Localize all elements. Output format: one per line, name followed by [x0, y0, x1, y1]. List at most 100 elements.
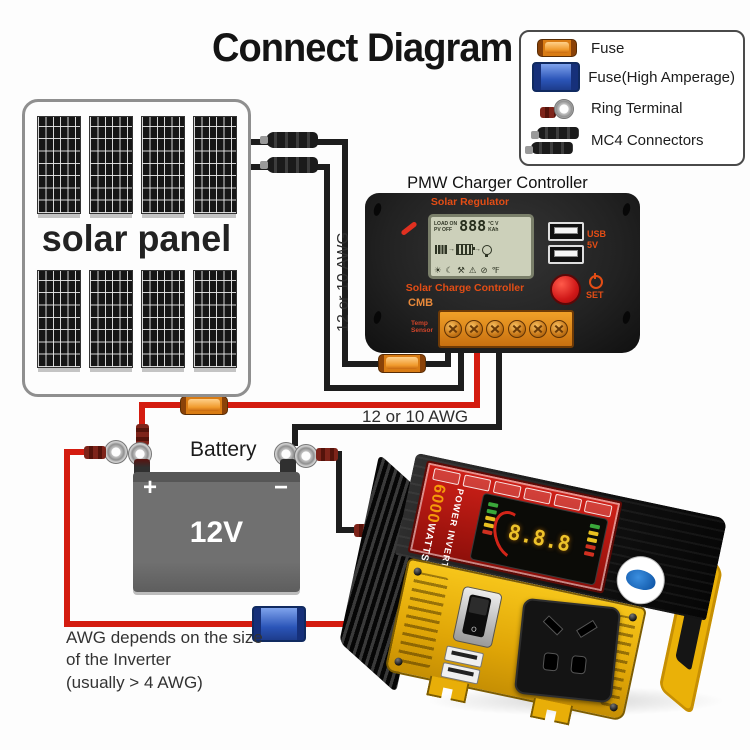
ring-terminal	[294, 444, 318, 468]
socket-slot-icon	[570, 655, 587, 675]
solar-cell	[37, 270, 81, 368]
battery: + − 12V	[133, 472, 300, 592]
lcd-unit-top: °C V	[488, 220, 499, 227]
bulb-icon	[482, 244, 492, 257]
awg-note-line1: AWG depends on the size	[66, 628, 263, 647]
wire-solar-negative	[324, 164, 330, 391]
usb-label-line2: 5V	[587, 240, 599, 251]
wire-battery-positive	[142, 402, 480, 408]
legend-box: Fuse Fuse(High Amperage) Ring Terminal M…	[519, 30, 745, 166]
panel-icon	[434, 245, 447, 255]
screw-hole-icon	[372, 202, 383, 217]
controller-subtitle: Solar Charge Controller	[405, 282, 525, 294]
socket-slot-icon	[576, 619, 598, 639]
legend-label: MC4 Connectors	[591, 132, 704, 150]
battery-voltage: 12V	[189, 516, 244, 549]
usb-port-icon	[548, 222, 584, 241]
temp-sensor-line1: Temp	[411, 320, 428, 327]
wire-battery-negative	[292, 424, 502, 430]
solar-cell	[193, 270, 237, 368]
solar-cell	[89, 270, 133, 368]
solar-panel: solar panel	[22, 99, 251, 397]
vent-slots	[396, 571, 449, 669]
solar-panel-label: solar panel	[41, 218, 232, 259]
temp-sensor-label: Temp Sensor	[411, 320, 433, 335]
fuse-high-amperage-icon	[529, 62, 582, 93]
wire-battery-positive	[474, 344, 480, 408]
terminal-screw-icon	[443, 320, 462, 338]
controller-brand: Solar Regulator	[430, 196, 510, 208]
temp-sensor-line2: Sensor	[411, 327, 434, 335]
terminal-screw-icon	[550, 320, 569, 338]
solar-cell	[37, 116, 81, 214]
crimp-sleeve	[84, 446, 106, 459]
awg-note-line3: (usually > 4 AWG)	[66, 672, 203, 692]
screw-icon	[608, 702, 619, 713]
battery-post-negative	[280, 459, 296, 473]
wire-inverter-positive	[302, 621, 356, 627]
battery-icon	[456, 244, 475, 256]
wire-label-battery-awg: 12 or 10 AWG	[362, 407, 469, 426]
lcd-row-status: ☀ ☾ ⚒ ⚠ ⊘ ℉	[434, 264, 528, 275]
screw-icon	[393, 656, 404, 667]
terminal-screw-icon	[507, 320, 526, 338]
arrow-icon: →	[448, 246, 455, 254]
mounting-foot	[530, 698, 573, 726]
usb-ports	[548, 222, 584, 268]
socket-slot-icon	[542, 652, 560, 672]
awg-note: AWG depends on the size of the Inverter …	[66, 627, 263, 694]
lcd-row-readout: LOAD ON PV OFF 888 °C V KAh	[434, 219, 528, 234]
solar-cell	[141, 270, 185, 368]
wire-inverter-negative	[336, 527, 362, 533]
lcd-unit-bottom: KAh	[488, 226, 499, 233]
wire-solar-negative	[458, 344, 464, 391]
warning-icon: ⚠	[468, 264, 477, 275]
awg-note-line2: of the Inverter	[66, 650, 171, 670]
lcd-load-on: LOAD ON	[434, 220, 458, 227]
terminal-screw-icon	[528, 320, 547, 338]
temp-icon: ℉	[491, 264, 500, 275]
indicator-mark-icon	[400, 220, 418, 237]
usb-label: USB 5V	[587, 229, 606, 252]
rocker-toggle	[461, 594, 492, 638]
terminal-screw-icon	[486, 320, 505, 338]
lcd-row-flow: → →	[434, 244, 528, 257]
display-digits: 8.8.8	[505, 519, 573, 557]
battery-positive-mark: +	[143, 474, 158, 501]
controller-title: PMW Charger Controller	[407, 174, 588, 192]
wire-solar-positive	[445, 344, 451, 367]
socket-slot-icon	[542, 615, 564, 636]
wire-battery-negative	[496, 344, 502, 430]
power-icon	[589, 273, 603, 289]
usb-label-line1: USB	[587, 229, 607, 239]
legend-row-mc4: MC4 Connectors	[525, 125, 735, 157]
sun-icon: ☀	[434, 264, 442, 275]
power-switch	[452, 585, 503, 649]
terminal-screw-icon	[464, 320, 483, 338]
wire-solar-positive	[342, 139, 348, 367]
set-label: SET	[586, 290, 604, 300]
solar-cell	[141, 116, 185, 214]
mc4-connectors-icon	[525, 125, 585, 157]
solar-cell	[193, 116, 237, 214]
mc4-connector	[260, 157, 318, 173]
battery-title: Battery	[190, 438, 257, 461]
no-entry-icon: ⊘	[480, 264, 488, 275]
brand-logo-sticker	[612, 551, 670, 609]
terminal-block	[438, 310, 574, 348]
wire-solar-negative	[324, 385, 464, 391]
wire-inverter-positive	[64, 621, 256, 627]
page-title: Connect Diagram	[212, 26, 513, 70]
lcd-pv-off: PV OFF	[434, 226, 453, 233]
wire-inverter-positive	[64, 449, 70, 627]
set-button	[550, 274, 581, 305]
lcd-digits: 888	[459, 217, 487, 235]
crimp-sleeve	[136, 424, 149, 446]
mc4-connector	[260, 132, 318, 148]
arrow-icon: →	[474, 246, 481, 254]
legend-row-fuse-high: Fuse(High Amperage)	[529, 62, 735, 93]
usb-port-icon	[548, 245, 584, 264]
wire-solar-negative	[314, 164, 330, 170]
wire-solar-positive	[342, 361, 384, 367]
